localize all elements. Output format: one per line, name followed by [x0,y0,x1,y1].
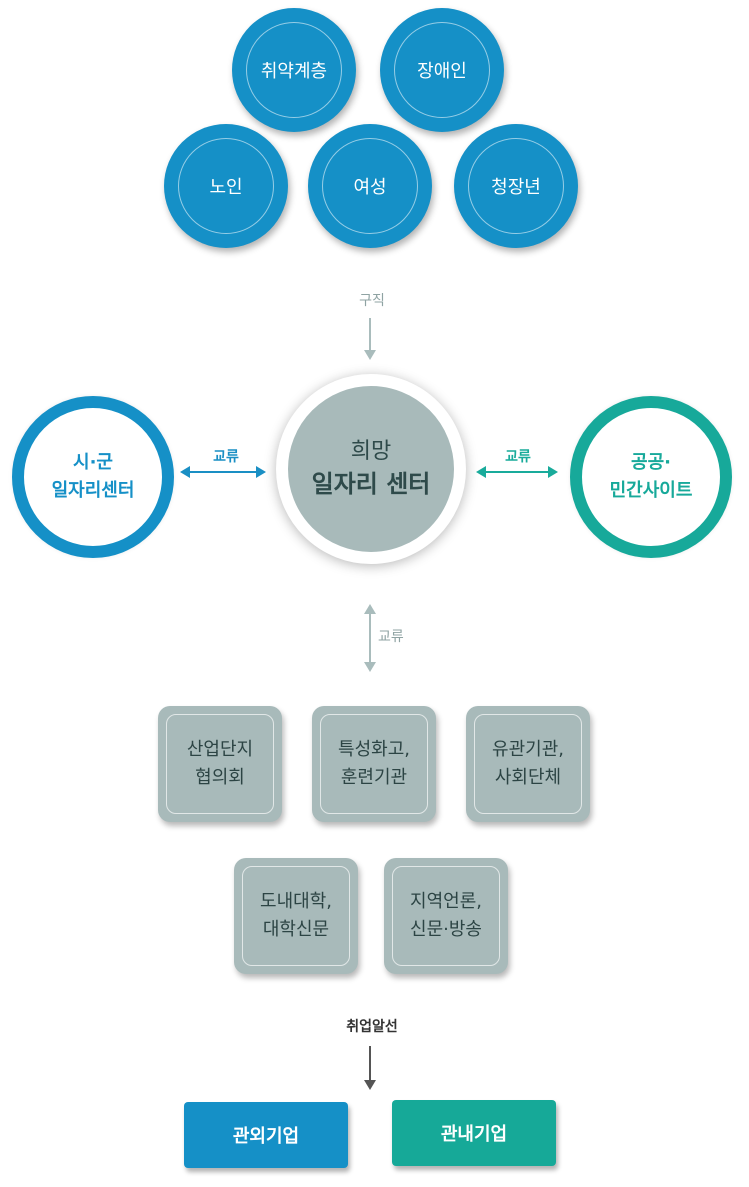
group-disabled-label: 장애인 [417,61,467,82]
hope-job-center-circle: 희망 일자리 센터 [276,374,466,564]
org-related-line1: 유관기관, [492,739,564,760]
hope-job-center-line2: 일자리 센터 [311,470,431,498]
exchange-right-arrow-line [486,471,548,473]
exchange-right-arrow-head-right [548,466,558,478]
exchange-right-arrow-head-left [476,466,486,478]
group-women-circle: 여성 [308,124,432,248]
exchange-down-arrow-line [369,614,371,662]
outside-company-label: 관외기업 [232,1126,300,1147]
group-elderly-circle: 노인 [164,124,288,248]
org-related-box: 유관기관, 사회단체 [466,706,590,822]
exchange-left-arrow-head-left [180,466,190,478]
org-vocational-line2: 훈련기관 [340,767,408,788]
org-media-line2: 신문·방송 [410,919,482,940]
placement-arrow-line [369,1046,371,1080]
org-university-line1: 도내대학, [260,891,332,912]
exchange-left-arrow-line [190,471,256,473]
org-media-line1: 지역언론, [410,891,482,912]
org-media-box: 지역언론, 신문·방송 [384,858,508,974]
group-elderly-label: 노인 [209,177,243,198]
public-private-line2: 민간사이트 [609,480,693,501]
exchange-right-label: 교류 [505,449,531,465]
org-vocational-line1: 특성화고, [338,739,410,760]
public-private-sites-ring: 공공· 민간사이트 [570,396,732,558]
group-youth-circle: 청장년 [454,124,578,248]
job-seeking-arrow-line [369,318,371,350]
exchange-down-arrow-head-up [364,604,376,614]
city-county-line2: 일자리센터 [51,480,135,501]
placement-label: 취업알선 [346,1019,398,1035]
public-private-line1: 공공· [631,452,671,473]
group-women-label: 여성 [353,177,387,198]
city-county-job-center-ring: 시·군 일자리센터 [12,396,174,558]
org-industrial-line1: 산업단지 [186,739,254,760]
org-related-line2: 사회단체 [494,767,562,788]
group-youth-label: 청장년 [491,177,541,198]
exchange-down-label: 교류 [378,629,404,645]
city-county-line1: 시·군 [73,452,113,473]
org-industrial-box: 산업단지 협의회 [158,706,282,822]
group-vulnerable-circle: 취약계층 [232,8,356,132]
exchange-left-arrow-head-right [256,466,266,478]
exchange-left-label: 교류 [213,449,239,465]
outside-company-box: 관외기업 [184,1102,348,1168]
org-vocational-box: 특성화고, 훈련기관 [312,706,436,822]
group-disabled-circle: 장애인 [380,8,504,132]
inside-company-label: 관내기업 [440,1124,508,1145]
org-university-line2: 대학신문 [262,919,330,940]
group-vulnerable-label: 취약계층 [260,61,328,82]
job-seeking-arrow-head [364,350,376,360]
org-industrial-line2: 협의회 [195,767,245,788]
job-seeking-label: 구직 [359,293,385,309]
org-university-box: 도내대학, 대학신문 [234,858,358,974]
exchange-down-arrow-head-down [364,662,376,672]
hope-job-center-line1: 희망 [350,439,392,464]
placement-arrow-head [364,1080,376,1090]
inside-company-box: 관내기업 [392,1100,556,1166]
